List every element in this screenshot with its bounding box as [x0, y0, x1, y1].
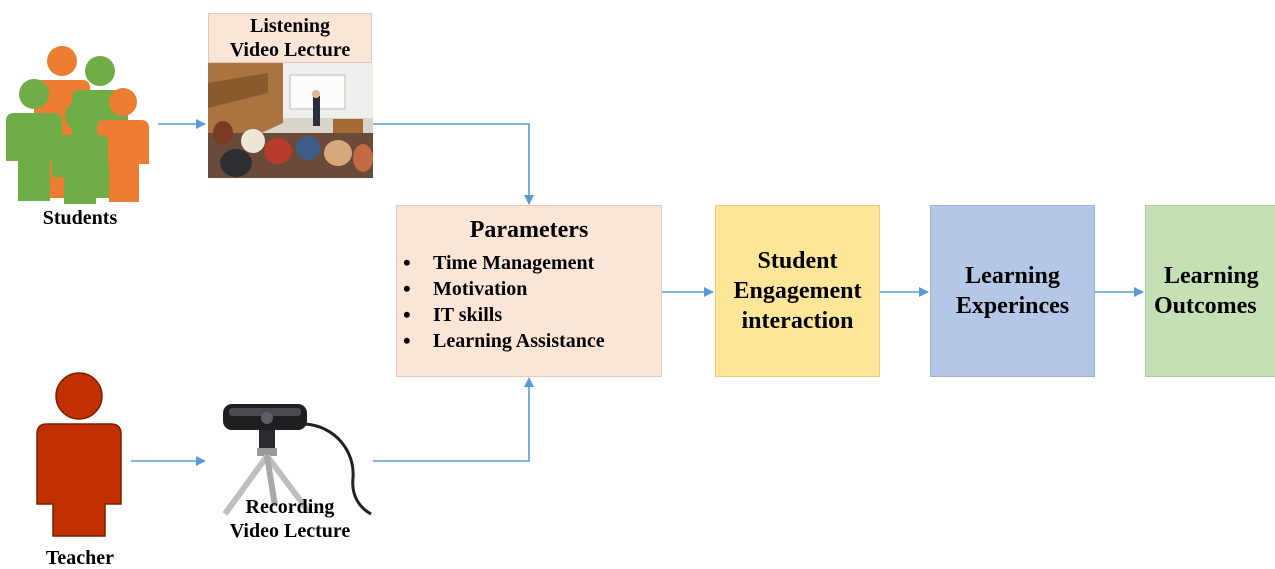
- parameter-item: Motivation: [397, 276, 605, 302]
- parameters-title: Parameters: [469, 217, 589, 243]
- outcomes-line1: Learning: [1164, 263, 1259, 289]
- listening-label-line2: Video Lecture: [229, 39, 351, 61]
- outcomes-line2: Outcomes: [1154, 293, 1257, 319]
- lecture-hall-photo: [208, 63, 373, 178]
- parameters-list: Time Management Motivation IT skills Lea…: [397, 250, 605, 354]
- engagement-line1: Student: [757, 248, 838, 274]
- parameter-item: IT skills: [397, 302, 605, 328]
- listening-label-line1: Listening: [249, 15, 331, 37]
- arrow-recording-to-parameters: [373, 377, 534, 462]
- parameters-box: Parameters Time Management Motivation IT…: [396, 205, 662, 377]
- experiences-box: Learning Experinces: [930, 205, 1095, 377]
- recording-label-line1: Recording: [245, 496, 335, 518]
- recording-label: Recording Video Lecture: [205, 495, 375, 543]
- listening-label: Listening Video Lecture: [208, 13, 372, 63]
- teacher-icon: [36, 372, 122, 537]
- parameter-item: Time Management: [397, 250, 605, 276]
- engagement-line2: Engagement: [733, 278, 862, 304]
- arrow-listening-to-parameters: [373, 123, 534, 205]
- experiences-line2: Experinces: [955, 293, 1070, 319]
- students-label: Students: [42, 207, 118, 229]
- parameter-item: Learning Assistance: [397, 328, 605, 354]
- experiences-line1: Learning: [965, 263, 1060, 289]
- outcomes-box: Learning Outcomes: [1145, 205, 1275, 377]
- recording-label-line2: Video Lecture: [229, 520, 351, 542]
- engagement-line3: interaction: [741, 308, 854, 334]
- engagement-box: Student Engagement interaction: [715, 205, 880, 377]
- webcam-tripod-icon: [205, 396, 373, 522]
- teacher-label: Teacher: [45, 547, 115, 569]
- students-group-icon: [6, 46, 149, 204]
